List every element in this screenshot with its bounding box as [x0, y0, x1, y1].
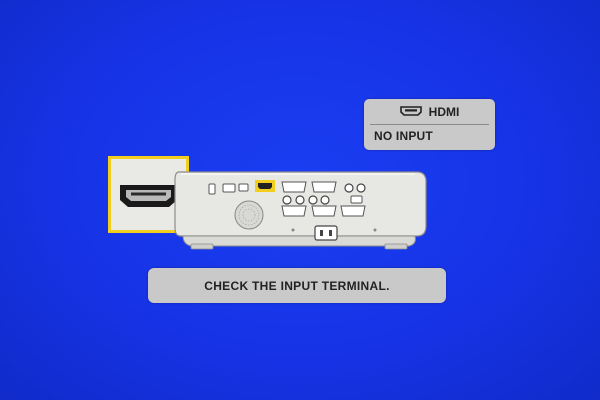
hdmi-port-large-icon	[120, 185, 177, 207]
input-source-row: HDMI	[364, 99, 495, 124]
status-divider	[370, 124, 489, 125]
message-bar: CHECK THE INPUT TERMINAL.	[148, 268, 446, 303]
projector-rear-illustration	[165, 160, 440, 260]
input-status-text: NO INPUT	[374, 129, 433, 143]
input-source-name: HDMI	[428, 104, 460, 119]
input-status-panel: HDMI NO INPUT	[364, 99, 495, 150]
hdmi-port-icon	[399, 105, 422, 119]
